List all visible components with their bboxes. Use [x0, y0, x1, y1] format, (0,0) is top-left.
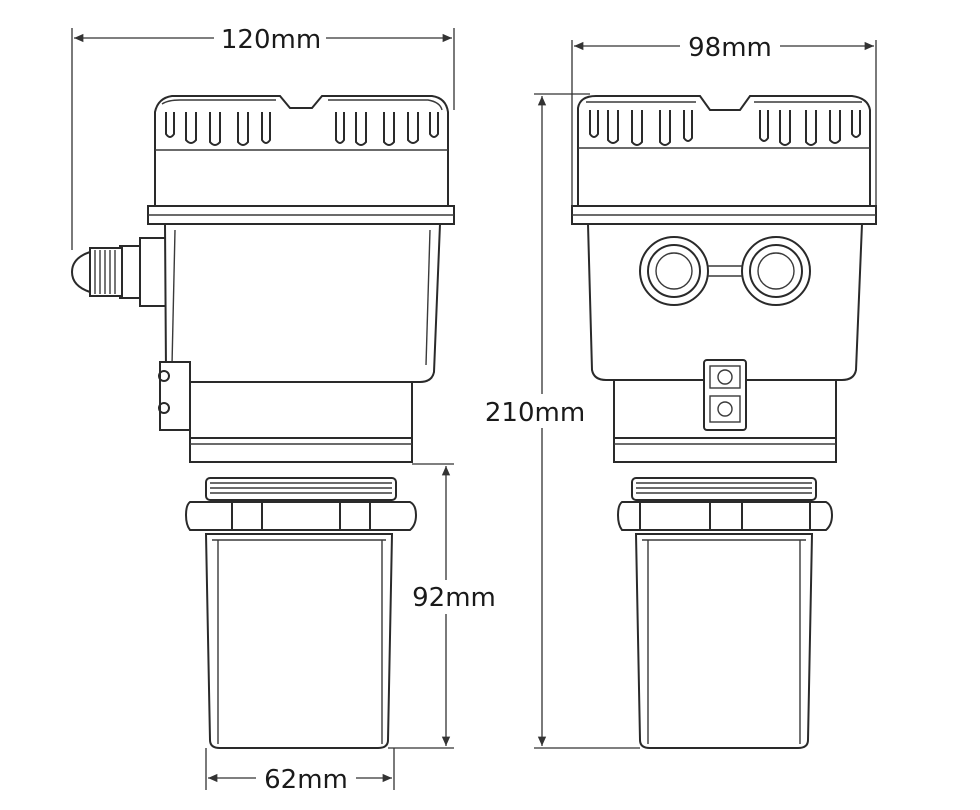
nameplate	[703, 359, 747, 431]
cable-gland-right	[741, 236, 811, 306]
side-terminal	[159, 361, 191, 431]
dimension-62: 62mm	[205, 748, 395, 796]
front-view	[70, 95, 455, 749]
cable-gland-left	[639, 236, 709, 306]
dimension-92: 92mm	[388, 463, 500, 749]
housing-body	[163, 223, 442, 383]
dimension-120: 120mm	[71, 22, 455, 250]
side-view	[571, 95, 877, 749]
dimension-label-62: 62mm	[264, 765, 348, 795]
housing-neck	[189, 381, 413, 439]
dimension-210: 210mm	[480, 93, 640, 749]
thread-section	[184, 477, 418, 531]
dimension-label-210: 210mm	[485, 398, 585, 428]
dimension-label-92: 92mm	[412, 583, 496, 613]
dimension-label-98: 98mm	[688, 33, 772, 63]
dimension-label-120: 120mm	[221, 25, 321, 55]
probe-body	[204, 533, 394, 749]
dimension-98: 98mm	[571, 30, 877, 210]
housing-lid	[154, 95, 449, 209]
